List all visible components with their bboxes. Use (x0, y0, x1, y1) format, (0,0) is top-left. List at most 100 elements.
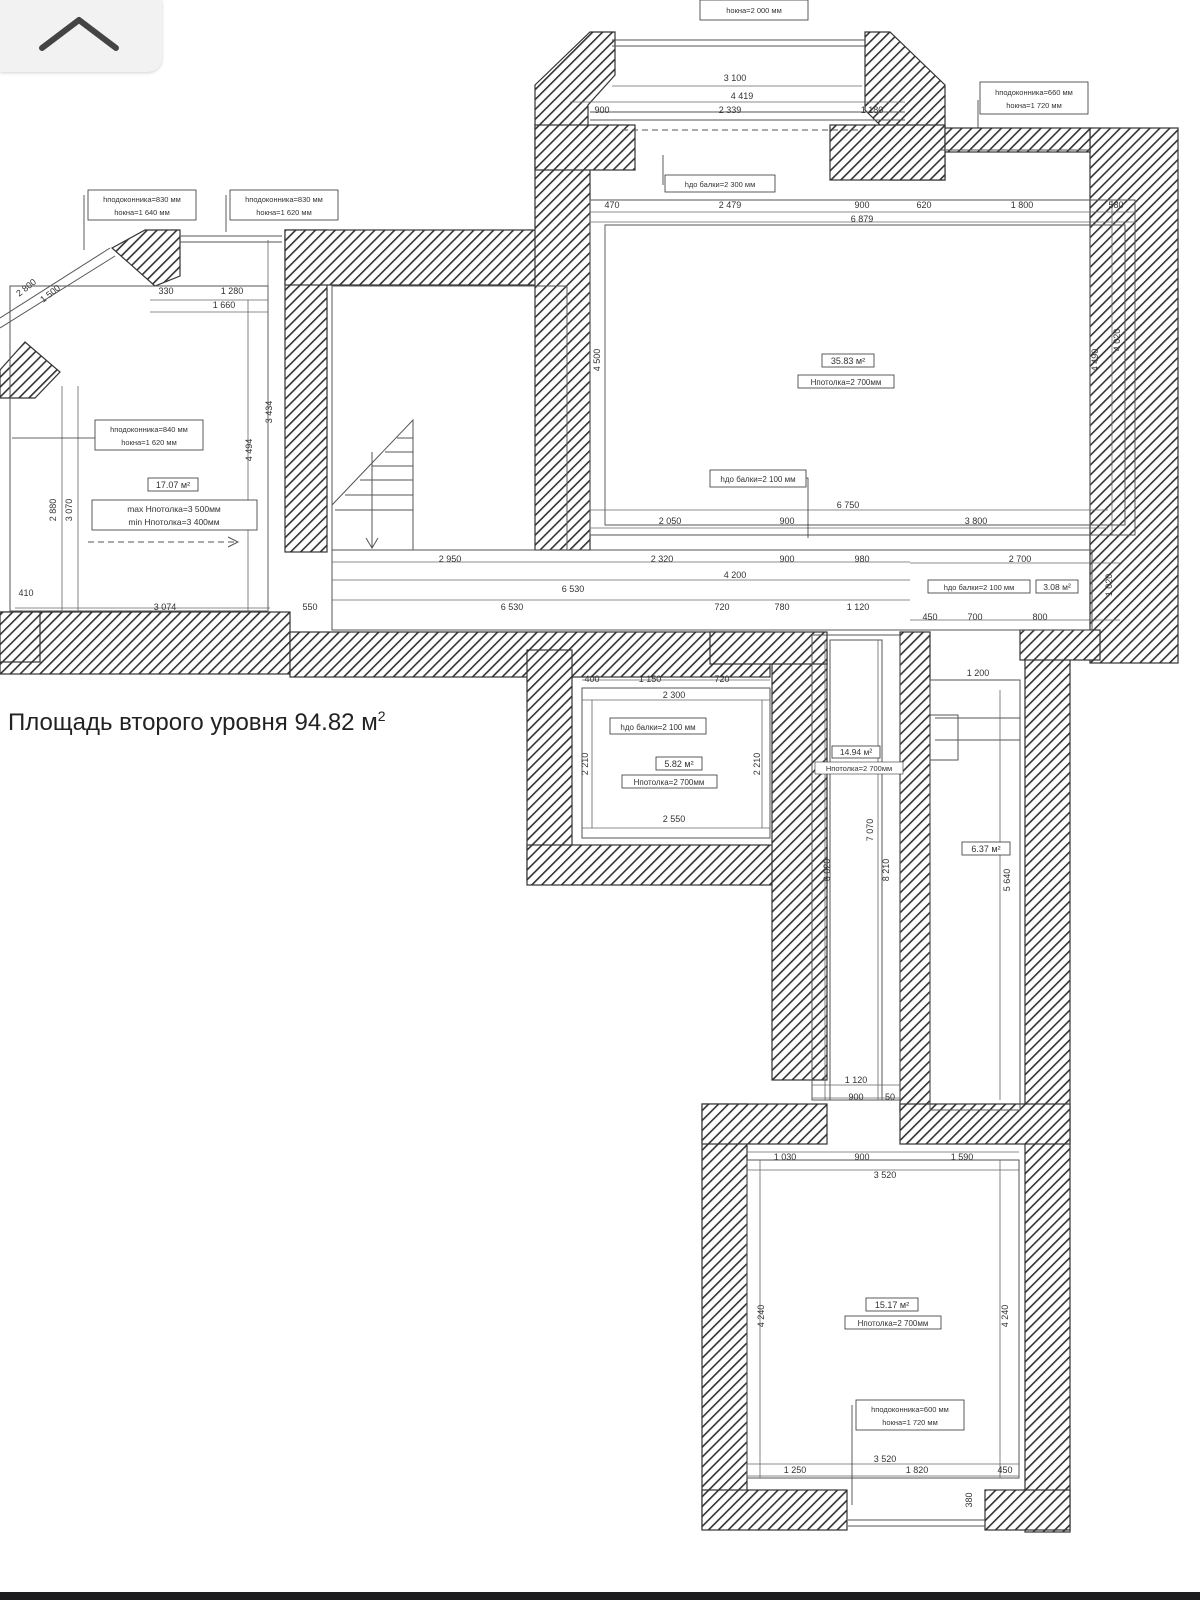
window-l3-h: hокна=1 620 мм (121, 438, 176, 447)
dim-text: 1 020 (1104, 574, 1114, 597)
window-note-left-2: hподоконника=830 мм hокна=1 620 мм (225, 189, 339, 232)
window-note-left-1: hподоконника=830 мм hокна=1 640 мм (83, 189, 197, 250)
dim-text: 3 100 (724, 73, 747, 83)
dim-text: 3 070 (64, 499, 74, 522)
dim-text: 6 530 (501, 602, 524, 612)
dim-text: 4 020 (1112, 329, 1122, 352)
dim-text: 4 240 (1000, 1305, 1010, 1328)
dim-text: 900 (594, 105, 609, 115)
dim-text: 6 879 (851, 214, 874, 224)
dim-text: 550 (302, 602, 317, 612)
dim-text: 1 590 (951, 1152, 974, 1162)
dim-text: 1 250 (784, 1465, 807, 1475)
window-note-top: hокна=2 000 мм (699, 0, 809, 21)
window-tr-h: hокна=1 720 мм (1006, 101, 1061, 110)
dim-text: 50 (885, 1092, 895, 1102)
dim-text: 6 750 (837, 500, 860, 510)
dim-text: 470 (604, 200, 619, 210)
dim-text: 410 (18, 588, 33, 598)
window-l1-h: hокна=1 640 мм (114, 208, 169, 217)
window-b-h: hокна=1 720 мм (882, 1418, 937, 1427)
dim-text: 2 210 (752, 753, 762, 776)
level-area-unit-sup: 2 (377, 708, 386, 724)
dim-text: 4 419 (731, 91, 754, 101)
dim-text: 4 494 (244, 439, 254, 462)
dim-text: 6 020 (822, 859, 832, 882)
dim-text: 450 (997, 1465, 1012, 1475)
dim-text: 2 210 (580, 753, 590, 776)
dim-text: 800 (1032, 612, 1047, 622)
dim-text: 2 800 (14, 277, 38, 299)
window-b-sill: hподоконника=600 мм (871, 1405, 949, 1414)
window-note-left-3: hподоконника=840 мм hокна=1 620 мм (12, 419, 204, 451)
chevron-up-icon (39, 17, 119, 51)
room-small-height: Hпотолка=2 700мм (634, 778, 705, 787)
dim-text: 1 200 (967, 668, 990, 678)
hall-e-area: 3.08 м² (1043, 582, 1071, 592)
dim-text: 3 800 (965, 516, 988, 526)
window-l2-sill: hподоконника=830 мм (245, 195, 323, 204)
dim-text: 3 520 (874, 1454, 897, 1464)
room-left-min-height: min Hпотолка=3 400мм (128, 517, 219, 527)
corridor-e-label: 6.37 м² (961, 841, 1011, 856)
dim-text: 620 (916, 200, 931, 210)
dim-text: 2 300 (663, 690, 686, 700)
dim-text: 380 (964, 1492, 974, 1507)
dim-text: 980 (854, 554, 869, 564)
room-small-label: 5.82 м² Hпотолка=2 700мм hдо балки=2 100… (609, 717, 718, 789)
room-left-area: 17.07 м² (156, 480, 190, 490)
room-big-label: 35.83 м² Hпотолка=2 700мм (797, 353, 895, 389)
dim-text: 1 800 (1011, 200, 1034, 210)
dim-text: 900 (854, 200, 869, 210)
corridor-e-area: 6.37 м² (971, 844, 1000, 854)
window-tr-sill: hподоконника=660 мм (995, 88, 1073, 97)
dim-text: 2 050 (659, 516, 682, 526)
dim-text: 4 200 (724, 570, 747, 580)
bottom-bar (0, 1592, 1200, 1600)
dim-text: 720 (714, 602, 729, 612)
window-note-bottom: hподоконника=600 мм hокна=1 720 мм (851, 1399, 965, 1505)
level-area-text: Площадь второго уровня 94.82 м (8, 709, 378, 736)
corridor-n-label: 14.94 м² Hпотолка=2 700мм (814, 745, 904, 775)
dimension-texts: 3 100 4 419 900 2 339 1 180 470 2 479 90… (14, 73, 1123, 1508)
dim-text: 900 (848, 1092, 863, 1102)
dim-text: 580 (1108, 200, 1123, 210)
dim-text: 2 479 (719, 200, 742, 210)
corridor-n-height: Hпотолка=2 700мм (826, 764, 892, 773)
dim-text: 1 120 (847, 602, 870, 612)
room-bottom-area: 15.17 м² (875, 1300, 909, 1310)
dim-text: 7 070 (865, 819, 875, 842)
dim-text: 1 030 (774, 1152, 797, 1162)
dim-text: 2 339 (719, 105, 742, 115)
room-small-beam: hдо балки=2 100 мм (620, 723, 695, 732)
dim-text: 700 (967, 612, 982, 622)
dim-text: 900 (779, 516, 794, 526)
room-bottom-height: Hпотолка=2 700мм (858, 1319, 929, 1328)
dim-text: 450 (922, 612, 937, 622)
big-beam-text: hдо балки=2 100 мм (720, 475, 795, 484)
window-l3-sill: hподоконника=840 мм (110, 425, 188, 434)
collapse-button[interactable] (0, 0, 162, 72)
dim-text: 2 950 (439, 554, 462, 564)
dim-text: 5 640 (1002, 869, 1012, 892)
dim-text: 4 240 (756, 1305, 766, 1328)
window-note-bay: hдо балки=2 300 мм (662, 155, 776, 193)
room-small-area: 5.82 м² (664, 759, 693, 769)
window-l2-h: hокна=1 620 мм (256, 208, 311, 217)
big-beam-label: hдо балки=2 100 мм (709, 469, 809, 538)
dim-text: 3 074 (154, 602, 177, 612)
dim-text: 2 700 (1009, 554, 1032, 564)
dim-text: 6 530 (562, 584, 585, 594)
dim-text: 1 180 (861, 105, 884, 115)
window-l1-sill: hподоконника=830 мм (103, 195, 181, 204)
walls (0, 31, 1179, 1533)
dim-text: 2 320 (651, 554, 674, 564)
dim-text: 8 210 (881, 859, 891, 882)
stairs (331, 418, 414, 551)
dim-text: 900 (854, 1152, 869, 1162)
dim-text: 1 280 (221, 286, 244, 296)
dim-text: 2 880 (48, 499, 58, 522)
dim-text: 3 434 (264, 401, 274, 424)
